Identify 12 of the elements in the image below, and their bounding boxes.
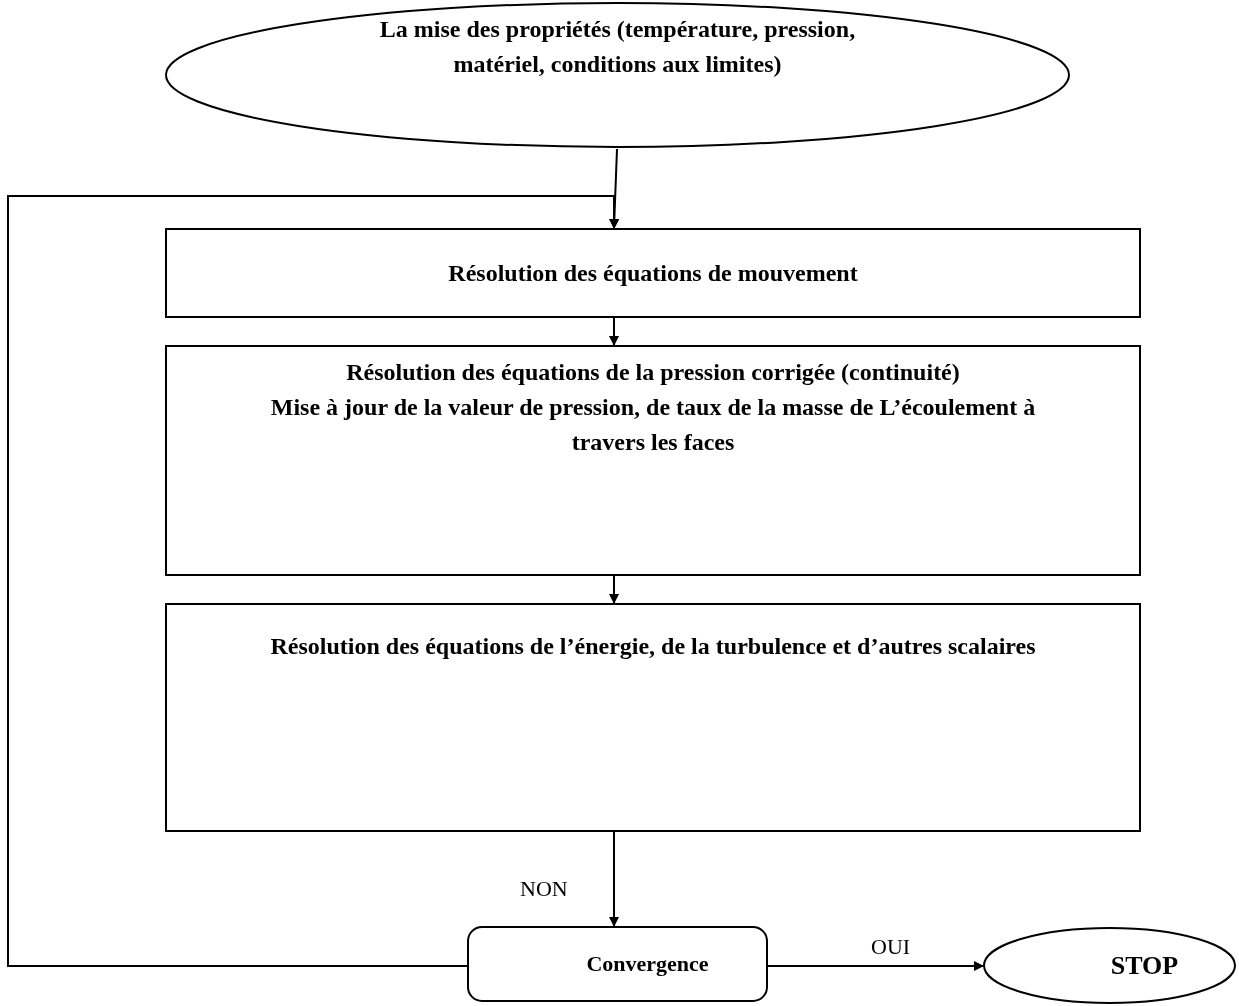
arrow	[609, 831, 619, 927]
node-text: Résolution des équations de l’énergie, de la turbulence et d’autres scalaires	[270, 632, 1036, 661]
node-text: Convergence	[586, 950, 709, 979]
node-text: Résolution des équations de la pression corrigée (continuité)	[346, 358, 960, 387]
node-text: STOP	[1110, 949, 1179, 982]
arrow	[609, 575, 619, 604]
node-text: Mise à jour de la valeur de pression, de taux de la masse de L’écoulement à travers les faces	[269, 392, 1037, 457]
arrow	[609, 317, 619, 346]
arrow	[767, 961, 984, 971]
node-text: Résolution des équations de mouvement	[448, 258, 858, 288]
node-text: La mise des propriétés (température, pression, matériel, conditions aux limites)	[378, 15, 857, 79]
arrow	[7, 195, 619, 967]
